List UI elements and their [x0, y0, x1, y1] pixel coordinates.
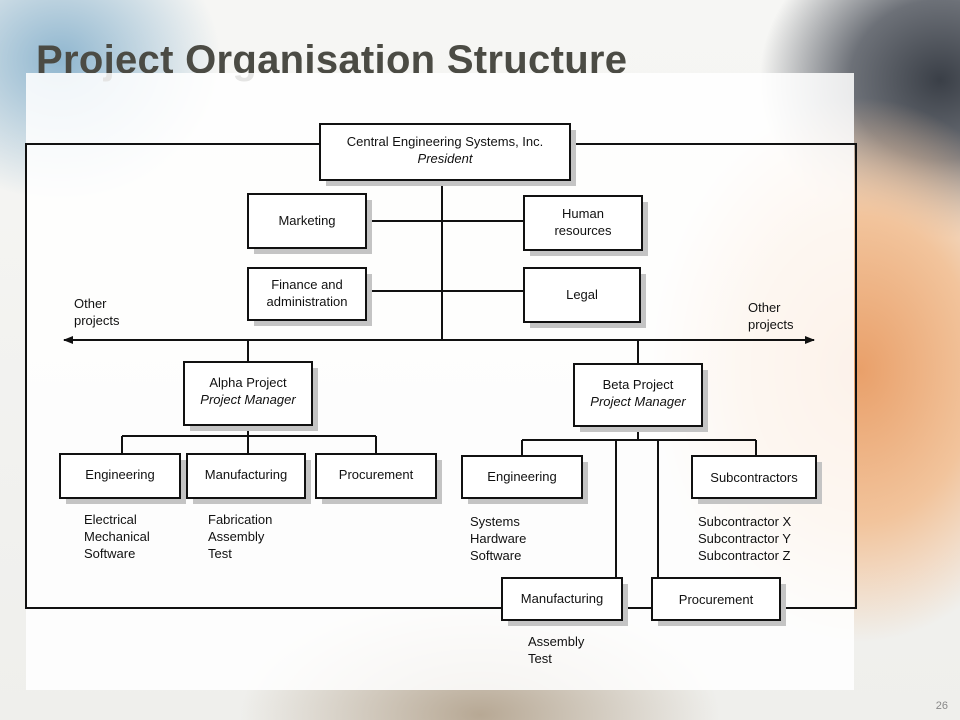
slide-number: 26 [935, 700, 948, 712]
alpha-engineering-box: Engineering [59, 453, 186, 504]
finance-box: Finance and administration [247, 267, 372, 326]
beta-subcontractor-list: Subcontractor X Subcontractor Y Subcontr… [698, 514, 795, 563]
beta-manufacturing-box: Manufacturing [501, 577, 628, 626]
beta-engineering-box: Engineering [461, 455, 588, 504]
legal-box: Legal [523, 267, 646, 328]
beta-procurement-box: Procurement [651, 577, 786, 626]
svg-text:Human: Human [562, 206, 604, 221]
alpha-project-manager-box: Alpha Project Project Manager [183, 361, 318, 431]
connector-lines [25, 143, 857, 609]
svg-text:Marketing: Marketing [278, 213, 335, 228]
svg-text:Subcontractors: Subcontractors [710, 470, 798, 485]
alpha-engineering-disciplines: Electrical Mechanical Software [84, 512, 153, 561]
alpha-manufacturing-disciplines: Fabrication Assembly Test [208, 512, 276, 561]
svg-text:Engineering: Engineering [85, 467, 154, 482]
beta-subcontractors-box: Subcontractors [691, 455, 822, 504]
svg-text:Project Manager: Project Manager [200, 392, 296, 407]
marketing-box: Marketing [247, 193, 372, 254]
svg-text:Procurement: Procurement [339, 467, 414, 482]
svg-text:Central Engineering Systems, I: Central Engineering Systems, Inc. [347, 134, 544, 149]
alpha-manufacturing-box: Manufacturing [186, 453, 311, 504]
svg-text:administration: administration [267, 294, 348, 309]
svg-text:resources: resources [554, 223, 612, 238]
svg-text:Beta Project: Beta Project [603, 377, 674, 392]
beta-engineering-disciplines: Systems Hardware Software [470, 514, 530, 563]
svg-text:Engineering: Engineering [487, 469, 556, 484]
beta-project-manager-box: Beta Project Project Manager [573, 363, 708, 432]
human-resources-box: Human resources [523, 195, 648, 256]
svg-text:Alpha Project: Alpha Project [209, 375, 287, 390]
beta-manufacturing-disciplines: Assembly Test [528, 634, 588, 666]
svg-text:Project Manager: Project Manager [590, 394, 686, 409]
svg-text:Finance and: Finance and [271, 277, 343, 292]
president-box: Central Engineering Systems, Inc. Presid… [319, 123, 576, 186]
svg-text:Manufacturing: Manufacturing [205, 467, 287, 482]
other-projects-left-label: Other projects [74, 296, 120, 328]
svg-text:Legal: Legal [566, 287, 598, 302]
svg-text:Procurement: Procurement [679, 592, 754, 607]
alpha-procurement-box: Procurement [315, 453, 442, 504]
other-projects-right-label: Other projects [748, 300, 794, 332]
svg-text:President: President [418, 151, 474, 166]
svg-text:Manufacturing: Manufacturing [521, 591, 603, 606]
